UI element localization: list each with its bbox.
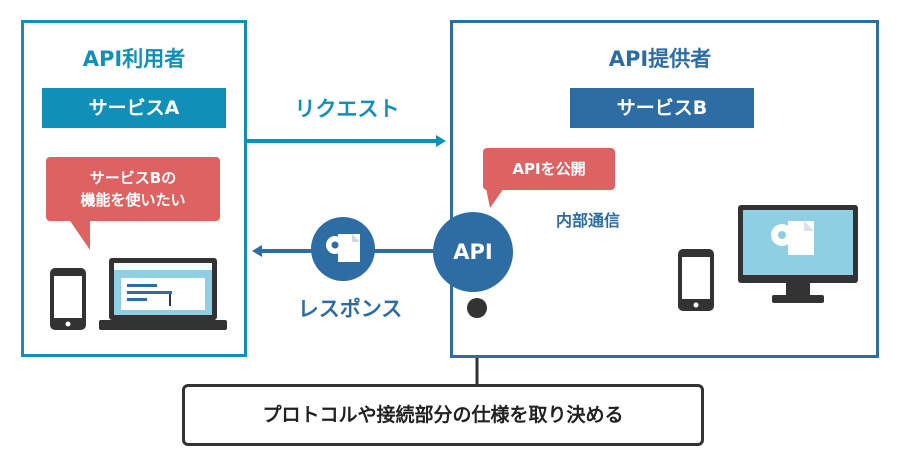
specification-note: プロトコルや接続部分の仕様を取り決める [182, 384, 704, 446]
request-arrowhead [436, 135, 446, 147]
provider-bubble-text: APIを公開 [512, 160, 586, 178]
request-label: リクエスト [294, 97, 400, 121]
internal-communication-label: 内部通信 [555, 211, 620, 230]
response-arrowhead [252, 245, 262, 257]
user-bubble-tail [68, 218, 90, 250]
user-bubble: サービスBの 機能を使いたい [46, 157, 220, 221]
response-label: レスポンス [297, 297, 403, 321]
service-b-label: サービスB [570, 88, 754, 128]
tablet-icon [50, 268, 86, 330]
api-user-title: API利用者 [82, 47, 186, 71]
api-node-label: API [453, 240, 493, 264]
monitor-icon [738, 205, 858, 303]
smartphone-icon [678, 249, 714, 311]
provider-bubble: APIを公開 [483, 148, 615, 190]
api-provider-title: API提供者 [608, 47, 712, 71]
laptop-icon [99, 258, 227, 330]
note-pin-dot [467, 298, 487, 318]
response-gear-doc-icon [311, 217, 375, 281]
specification-note-text: プロトコルや接続部分の仕様を取り決める [262, 404, 624, 426]
user-bubble-text: サービスBの 機能を使いたい [80, 169, 186, 209]
api-node: API [433, 212, 513, 292]
provider-bubble-tail [486, 188, 504, 208]
service-a-label: サービスA [42, 88, 226, 128]
